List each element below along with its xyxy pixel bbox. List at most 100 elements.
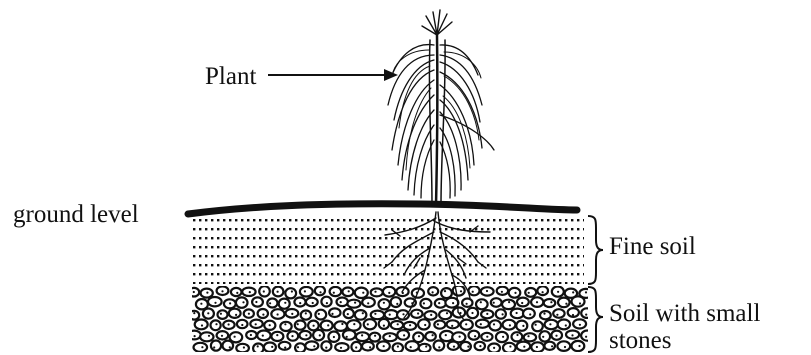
pebble-speck — [460, 290, 462, 292]
pebble — [435, 299, 446, 308]
pebble-speck — [467, 346, 469, 348]
pebble — [313, 330, 324, 340]
pebble — [211, 341, 221, 351]
pebble-speck — [446, 312, 448, 314]
pebble-speck — [535, 324, 537, 326]
pebble — [330, 287, 342, 296]
pebble — [469, 286, 480, 295]
pebble-speck — [572, 291, 574, 293]
pebble — [347, 300, 360, 308]
pebble — [497, 287, 508, 295]
pebble — [419, 344, 431, 352]
pebble-speck — [319, 291, 321, 293]
pebble-speck — [424, 324, 426, 326]
pebble — [434, 341, 445, 351]
pebble-speck — [471, 312, 473, 314]
pebble-speck — [374, 313, 376, 315]
pebble-speck — [409, 324, 411, 326]
pebble — [334, 321, 347, 331]
pebble-speck — [486, 336, 488, 338]
pebble-speck — [284, 302, 286, 304]
pebble-speck — [341, 323, 343, 325]
pebble-speck — [269, 324, 271, 326]
pebble — [439, 310, 451, 319]
pebble-speck — [304, 290, 306, 292]
pebble-speck — [557, 291, 559, 293]
plant-pointer-arrow — [268, 69, 398, 81]
pebble-speck — [549, 323, 551, 325]
pebble — [434, 321, 445, 329]
pebble-speck — [362, 292, 364, 294]
pebble-speck — [215, 323, 217, 325]
pebble — [295, 343, 305, 352]
pebble-speck — [425, 345, 427, 347]
pebble-speck — [585, 314, 587, 316]
pebble — [355, 310, 367, 320]
pebble-speck — [509, 345, 511, 347]
pebble — [195, 320, 208, 330]
pebble-speck — [194, 335, 196, 337]
pebble — [523, 309, 535, 319]
pebble — [418, 319, 430, 329]
pebble — [462, 299, 472, 307]
pebble-speck — [362, 312, 364, 314]
pebble — [301, 311, 311, 320]
pebble — [379, 319, 389, 329]
pebble — [355, 288, 368, 298]
pebble-speck — [493, 302, 495, 304]
pebble-speck — [579, 302, 581, 304]
pebble-speck — [451, 325, 453, 327]
pebble-speck — [555, 335, 557, 337]
pebble-speck — [262, 314, 264, 316]
pebble-speck — [235, 314, 237, 316]
pebble-speck — [333, 336, 335, 338]
pebble — [369, 333, 380, 342]
pebble — [420, 299, 431, 308]
pebble — [411, 310, 422, 318]
pebble — [306, 298, 318, 307]
pebble — [476, 320, 489, 328]
pebble-speck — [297, 346, 299, 348]
pebble-speck — [355, 346, 357, 348]
pebble-speck — [474, 335, 476, 337]
pebble-speck — [516, 334, 518, 336]
pebble-speck — [241, 324, 243, 326]
pebble-speck — [438, 302, 440, 304]
pebble-speck — [486, 290, 488, 292]
pebble — [379, 299, 390, 309]
pebble-speck — [528, 292, 530, 294]
pebble — [236, 297, 248, 307]
pebble — [371, 288, 383, 296]
pebble-speck — [402, 313, 404, 315]
pebble — [581, 308, 592, 318]
pebble — [445, 298, 458, 308]
pebble — [362, 342, 374, 351]
pebble-speck — [397, 345, 399, 347]
pebble — [557, 341, 570, 351]
pebble — [315, 310, 326, 320]
pebble-speck — [374, 335, 376, 337]
pebble-speck — [348, 290, 350, 292]
pebble-speck — [388, 292, 390, 294]
pebble-speck — [383, 325, 385, 327]
pebble-speck — [248, 313, 250, 315]
pebble — [271, 332, 283, 341]
pebble — [188, 331, 201, 340]
pebble-speck — [193, 291, 195, 293]
ground-level-line — [188, 204, 577, 214]
pebble — [391, 297, 401, 307]
pebble-speck — [347, 313, 349, 315]
pebble-speck — [249, 291, 251, 293]
pebble — [540, 331, 551, 341]
pebble-speck — [516, 312, 518, 314]
pebble-speck — [383, 302, 385, 304]
pebble — [294, 298, 305, 307]
pebble — [581, 331, 594, 341]
stony-soil-label-line1: Soil with small — [609, 300, 760, 327]
pebble-speck — [340, 301, 342, 303]
pebble-speck — [501, 291, 503, 293]
pebble-speck — [326, 302, 328, 304]
pebble-speck — [313, 345, 315, 347]
pebble-speck — [493, 347, 495, 349]
